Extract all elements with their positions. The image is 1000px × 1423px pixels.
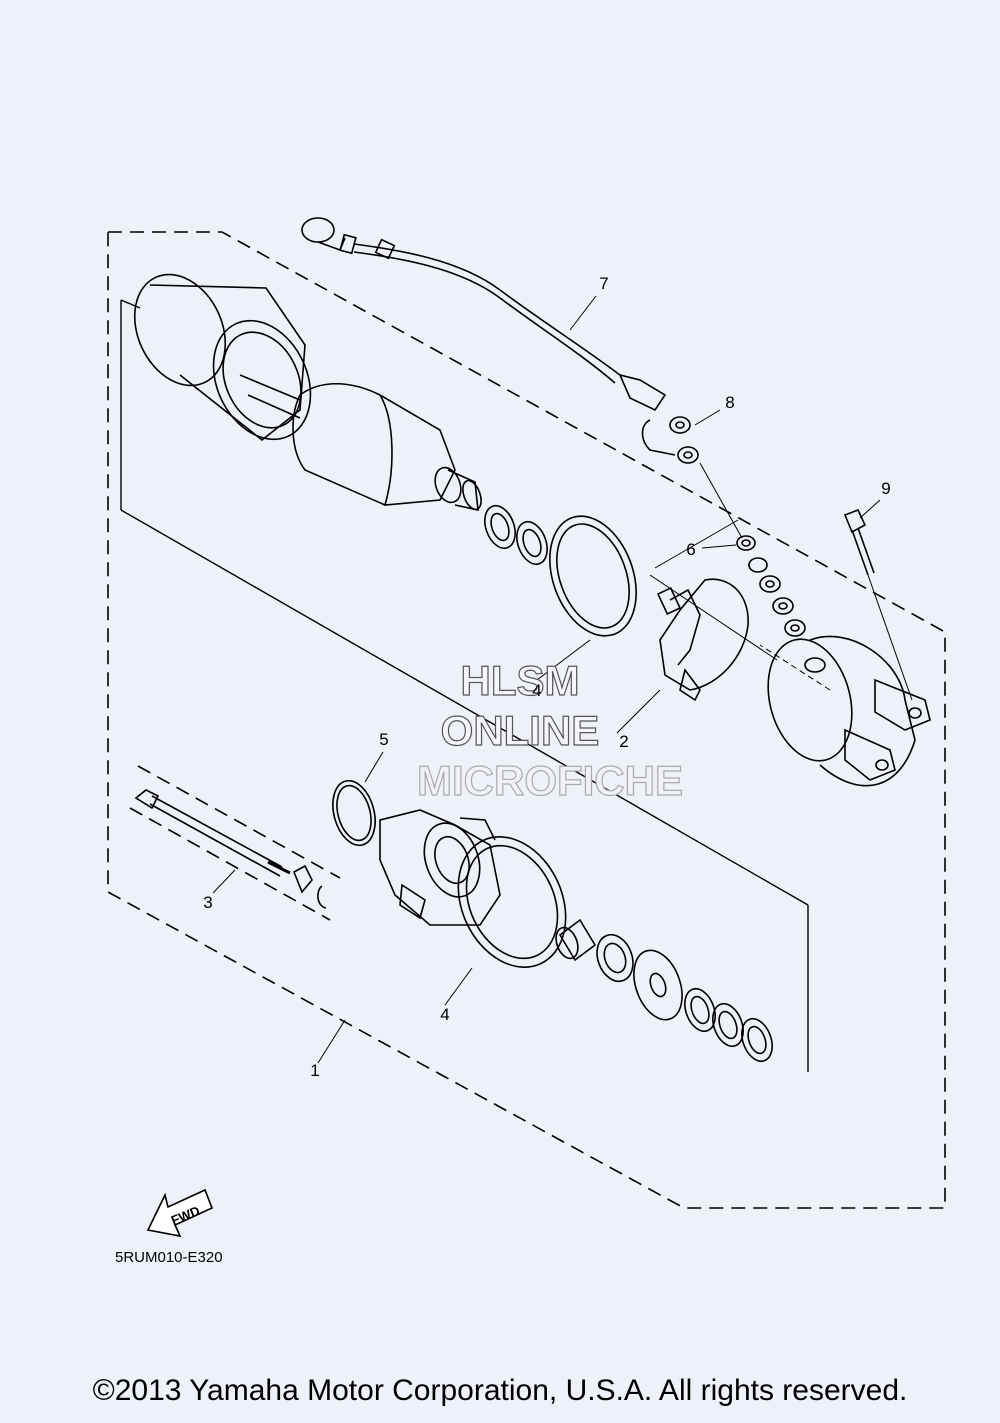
brush-holder	[649, 519, 778, 702]
fwd-arrow-icon: FWD	[146, 1188, 214, 1238]
callout-5: 5	[379, 730, 388, 749]
o-ring-top	[549, 515, 637, 637]
bearings-bottom	[555, 918, 773, 1063]
callout-6: 6	[686, 540, 695, 559]
callout-4-bottom: 4	[440, 1005, 449, 1024]
assembly-outline	[107, 231, 946, 1209]
armature	[239, 374, 482, 512]
washers-top	[484, 504, 548, 566]
main-outline	[120, 299, 809, 1072]
lead-wire	[301, 217, 743, 539]
watermark-line1: HLSM	[461, 657, 580, 704]
callout-8: 8	[725, 393, 734, 412]
bolt-9	[843, 508, 913, 701]
callout-7: 7	[599, 274, 608, 293]
copyright-notice: ©2013 Yamaha Motor Corporation, U.S.A. A…	[92, 1374, 908, 1407]
motor-yoke	[133, 273, 312, 442]
nut-stack	[736, 535, 806, 637]
watermark: HLSM ONLINE MICROFICHE	[416, 656, 683, 804]
o-ring-bottom	[457, 836, 567, 968]
callouts: 1 2 3 4 4 5 6 7 8 9	[203, 274, 890, 1080]
diagram-code: 5RUM010-E320	[115, 1249, 223, 1266]
o-ring-5	[332, 779, 376, 847]
leader-lines	[212, 295, 881, 1064]
callout-2: 2	[619, 732, 628, 751]
rear-cover	[759, 635, 931, 787]
front-cover	[379, 809, 501, 926]
watermark-line3: MICROFICHE	[417, 757, 683, 804]
callout-9: 9	[881, 479, 890, 498]
callout-3: 3	[203, 893, 212, 912]
callout-4-top: 4	[532, 681, 541, 700]
callout-1: 1	[310, 1061, 319, 1080]
through-bolt	[134, 789, 327, 909]
watermark-line2: ONLINE	[441, 707, 600, 754]
